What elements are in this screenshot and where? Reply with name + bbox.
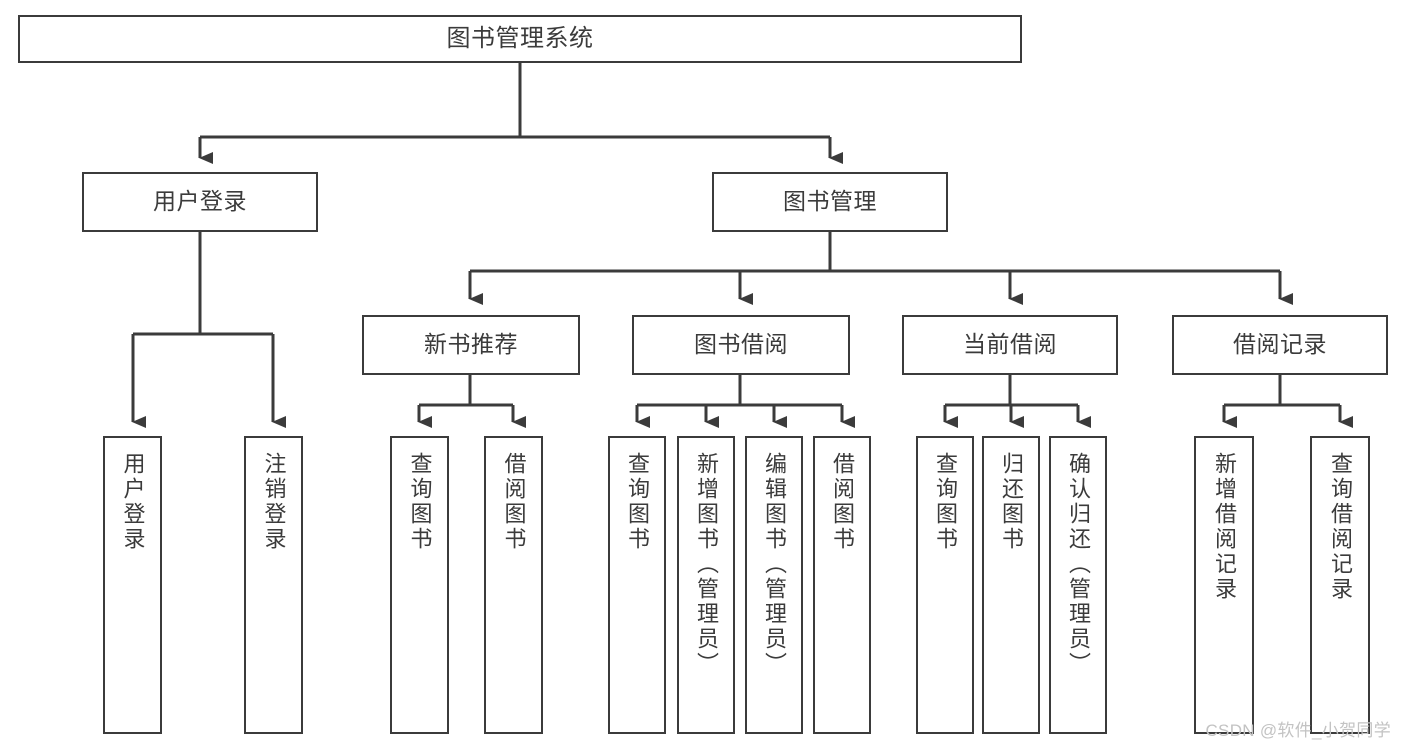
node-leaf-logout[interactable]: 注销登录 [244,436,303,734]
node-leaf-confirm-return[interactable]: 确认归还（管理员） [1049,436,1107,734]
node-leaf-add-book-label: 新增图书（管理员） [694,452,719,677]
node-user-login[interactable]: 用户登录 [82,172,318,232]
node-leaf-add-book[interactable]: 新增图书（管理员） [677,436,735,734]
node-root-label: 图书管理系统 [446,24,594,52]
node-current-borrow-label: 当前借阅 [963,331,1057,358]
node-borrow-record-label: 借阅记录 [1233,331,1327,358]
node-leaf-query-book-2-label: 查询图书 [625,452,650,552]
node-leaf-return-book[interactable]: 归还图书 [982,436,1040,734]
node-leaf-confirm-return-label: 确认归还（管理员） [1066,452,1091,677]
node-leaf-add-record[interactable]: 新增借阅记录 [1194,436,1254,734]
node-leaf-add-record-label: 新增借阅记录 [1212,452,1237,602]
node-leaf-borrow-book-2-label: 借阅图书 [830,452,855,552]
node-new-book-rec-label: 新书推荐 [424,331,518,358]
node-leaf-query-book-3-label: 查询图书 [933,452,958,552]
node-book-manage-label: 图书管理 [783,188,877,215]
node-root[interactable]: 图书管理系统 [18,15,1022,63]
node-book-borrow-label: 图书借阅 [694,331,788,358]
node-leaf-edit-book-label: 编辑图书（管理员） [762,452,787,677]
node-user-login-label: 用户登录 [153,188,247,215]
node-new-book-rec[interactable]: 新书推荐 [362,315,580,375]
node-borrow-record[interactable]: 借阅记录 [1172,315,1388,375]
node-leaf-query-book-3[interactable]: 查询图书 [916,436,974,734]
node-leaf-borrow-book-1-label: 借阅图书 [501,452,527,552]
node-leaf-query-book-1[interactable]: 查询图书 [390,436,449,734]
node-leaf-edit-book[interactable]: 编辑图书（管理员） [745,436,803,734]
node-leaf-query-book-1-label: 查询图书 [407,452,433,552]
node-book-borrow[interactable]: 图书借阅 [632,315,850,375]
node-leaf-borrow-book-2[interactable]: 借阅图书 [813,436,871,734]
node-leaf-return-book-label: 归还图书 [999,452,1024,552]
node-leaf-query-book-2[interactable]: 查询图书 [608,436,666,734]
node-leaf-borrow-book-1[interactable]: 借阅图书 [484,436,543,734]
node-leaf-logout-label: 注销登录 [261,452,287,552]
node-leaf-query-record-label: 查询借阅记录 [1328,452,1353,602]
node-book-manage[interactable]: 图书管理 [712,172,948,232]
node-leaf-user-login[interactable]: 用户登录 [103,436,162,734]
node-leaf-user-login-label: 用户登录 [120,452,146,552]
node-current-borrow[interactable]: 当前借阅 [902,315,1118,375]
node-leaf-query-record[interactable]: 查询借阅记录 [1310,436,1370,734]
